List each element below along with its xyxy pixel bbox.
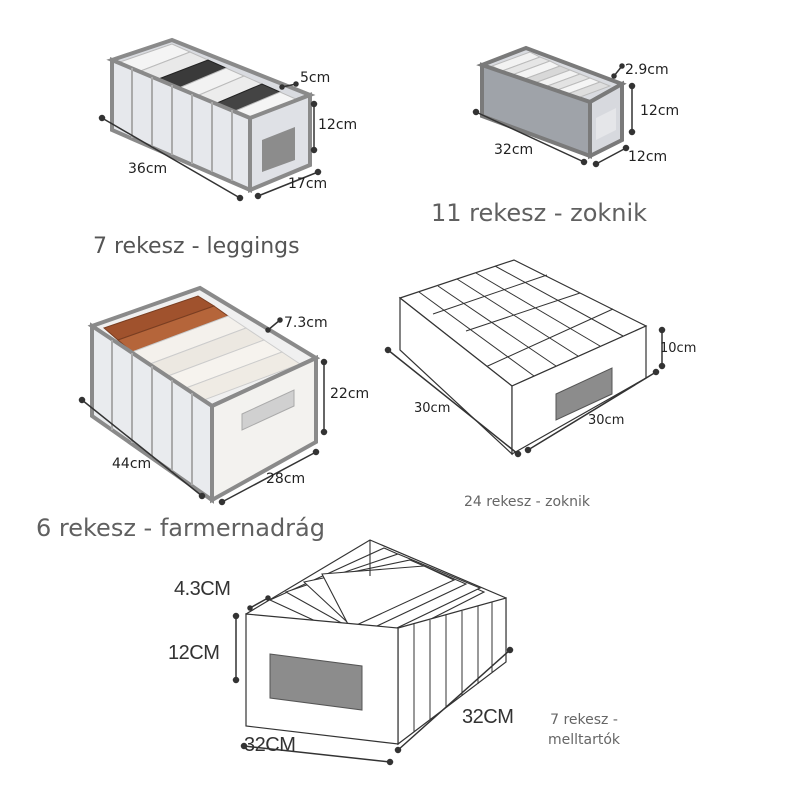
bras-length-label: 32CM (244, 734, 296, 756)
jeans-length-label: 44cm (112, 456, 152, 472)
socks24-grid (418, 265, 624, 377)
bras-dimension-lines (232, 595, 514, 766)
jeans-height-label: 22cm (330, 386, 370, 402)
socks24-height-label: 10cm (660, 341, 697, 356)
jeans-folded (103, 295, 302, 401)
socks24-depth-label: 30cm (588, 413, 625, 428)
jeans-caption: 6 rekesz - farmernadrág (36, 514, 325, 542)
product-jeans-6: 7.3cm 22cm 44cm 28cm 6 rekesz - farmerna… (0, 270, 400, 550)
leggings-dimension-lines (98, 81, 322, 202)
leggings-length-label: 36cm (128, 161, 168, 177)
jeans-dimension-lines (78, 317, 328, 506)
socks11-box-illustration (472, 45, 636, 168)
bras-box-illustration (232, 539, 514, 766)
leggings-caption: 7 rekesz - leggings (93, 234, 300, 259)
leggings-box-illustration (98, 37, 322, 202)
bras-caption: 7 rekesz - melltartók (548, 710, 620, 750)
socks11-height-label: 12cm (640, 103, 680, 119)
socks24-caption: 24 rekesz - zoknik (464, 494, 591, 510)
leggings-width-label: 5cm (300, 70, 331, 86)
socks24-dimension-lines (384, 326, 666, 458)
socks11-length-label: 32cm (494, 142, 534, 158)
socks11-depth-label: 12cm (628, 149, 668, 165)
product-socks-11: 2.9cm 12cm 32cm 12cm 11 rekesz - zoknik (400, 0, 800, 270)
socks24-length-label: 30cm (414, 401, 451, 416)
product-bras-7: 4.3CM 12CM 32CM 32CM 7 rekesz - melltart… (150, 530, 800, 800)
leggings-height-label: 12cm (318, 117, 358, 133)
jeans-box-illustration (78, 285, 328, 506)
socks24-box-illustration (384, 259, 666, 458)
socks11-caption: 11 rekesz - zoknik (431, 199, 648, 227)
bras-width-label: 4.3CM (174, 578, 231, 600)
bras-height-label: 12CM (168, 642, 220, 664)
product-leggings-7: 5cm 12cm 36cm 17cm 7 rekesz - leggings (0, 0, 400, 270)
bras-depth-label: 32CM (462, 706, 514, 728)
bras-caption-line1: 7 rekesz - (550, 712, 618, 728)
bras-dividers (268, 547, 486, 649)
bras-caption-line2: melltartók (548, 732, 621, 748)
socks11-dimension-lines (472, 63, 636, 168)
leggings-depth-label: 17cm (288, 176, 328, 192)
jeans-width-label: 7.3cm (284, 315, 328, 331)
product-socks-24: 10cm 30cm 30cm 24 rekesz - zoknik (384, 250, 800, 530)
socks11-width-label: 2.9cm (625, 62, 669, 78)
jeans-depth-label: 28cm (266, 471, 306, 487)
